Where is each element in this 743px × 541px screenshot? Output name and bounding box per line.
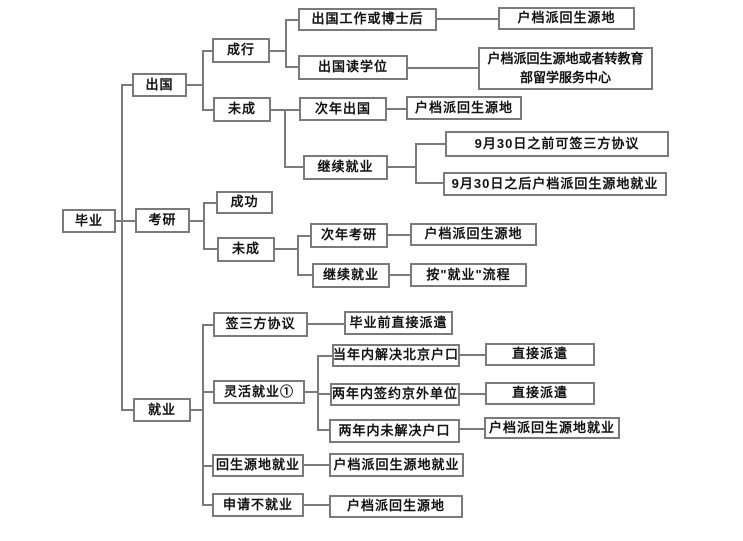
node-file-return-origin-4: 户档派回生源地 bbox=[329, 495, 463, 518]
node-go-abroad: 出国 bbox=[132, 73, 187, 97]
node-abroad-next-year: 次年出国 bbox=[299, 97, 387, 121]
connector-line bbox=[408, 67, 478, 69]
connector-line bbox=[284, 166, 303, 168]
connector-line bbox=[387, 108, 406, 110]
node-file-return-origin-2: 户档派回生源地 bbox=[406, 96, 522, 120]
connector-line bbox=[284, 109, 286, 167]
connector-line bbox=[202, 109, 213, 111]
connector-line bbox=[202, 324, 204, 505]
node-abroad-failed: 未成 bbox=[213, 97, 271, 122]
connector-line bbox=[202, 50, 212, 52]
connector-line bbox=[297, 235, 310, 237]
node-hukou-unsolved-two-years: 两年内未解决户口 bbox=[329, 419, 460, 443]
connector-line bbox=[305, 391, 317, 393]
connector-line bbox=[390, 274, 410, 276]
connector-line bbox=[202, 391, 213, 393]
node-direct-dispatch-1: 直接派遣 bbox=[485, 343, 595, 366]
node-file-return-origin-3: 户档派回生源地 bbox=[410, 223, 537, 246]
node-file-return-employment-1: 户档派回生源地就业 bbox=[484, 417, 620, 439]
connector-line bbox=[460, 428, 484, 430]
node-dispatch-before-graduation: 毕业前直接派遣 bbox=[344, 311, 453, 335]
connector-line bbox=[203, 202, 205, 250]
connector-line bbox=[190, 220, 203, 222]
connector-line bbox=[388, 166, 415, 168]
node-exam-failed: 未成 bbox=[217, 237, 275, 262]
connector-line bbox=[460, 393, 485, 395]
node-sign-outside-beijing-two-years: 两年内签约京外单位 bbox=[330, 383, 460, 406]
node-continue-employment-exam: 继续就业 bbox=[312, 263, 390, 288]
node-follow-employment-process: 按"就业"流程 bbox=[410, 263, 527, 287]
connector-line bbox=[285, 66, 298, 68]
node-flexible-employment: 灵活就业① bbox=[213, 380, 305, 404]
connector-line bbox=[317, 355, 332, 357]
node-employment: 就业 bbox=[133, 398, 191, 422]
node-abroad-work-postdoc: 出国工作或博士后 bbox=[298, 8, 437, 31]
connector-line bbox=[202, 504, 212, 506]
node-continue-employment-abroad: 继续就业 bbox=[303, 155, 388, 180]
node-exam-next-year: 次年考研 bbox=[310, 223, 388, 248]
node-after-sep30-file-return: 9月30日之后户档派回生源地就业 bbox=[443, 172, 667, 196]
connector-line bbox=[297, 274, 312, 276]
node-grad-exam: 考研 bbox=[135, 208, 190, 233]
node-abroad-success: 成行 bbox=[212, 38, 270, 63]
connector-line bbox=[317, 393, 330, 395]
connector-line bbox=[285, 19, 298, 21]
connector-line bbox=[191, 409, 202, 411]
node-exam-success: 成功 bbox=[216, 191, 273, 214]
node-file-return-employment-2: 户档派回生源地就业 bbox=[329, 453, 464, 477]
connector-line bbox=[308, 323, 344, 325]
node-graduation: 毕业 bbox=[62, 209, 116, 233]
connector-line bbox=[202, 50, 204, 111]
node-before-sep30-agreement: 9月30日之前可签三方协议 bbox=[445, 131, 669, 157]
connector-line bbox=[460, 354, 485, 356]
connector-line bbox=[304, 464, 329, 466]
connector-line bbox=[415, 143, 445, 145]
node-return-origin-employment: 回生源地就业 bbox=[212, 454, 304, 477]
node-file-return-or-moe-center: 户档派回生源地或者转教育部留学服务中心 bbox=[478, 47, 653, 90]
node-file-return-origin-1: 户档派回生源地 bbox=[498, 7, 635, 30]
connector-line bbox=[202, 324, 213, 326]
node-abroad-degree: 出国读学位 bbox=[298, 55, 408, 80]
connector-line bbox=[437, 18, 498, 20]
connector-trunk bbox=[121, 84, 123, 411]
connector-line bbox=[202, 465, 212, 467]
connector-line bbox=[187, 84, 202, 86]
node-sign-tripartite: 签三方协议 bbox=[213, 312, 308, 337]
connector-line bbox=[303, 504, 329, 506]
connector-line bbox=[317, 429, 329, 431]
connector-line bbox=[275, 248, 297, 250]
connector-line bbox=[388, 234, 410, 236]
connector-line bbox=[115, 220, 135, 222]
node-direct-dispatch-2: 直接派遣 bbox=[485, 382, 595, 405]
node-apply-no-employment: 申请不就业 bbox=[212, 493, 304, 517]
connector-line bbox=[285, 19, 287, 68]
connector-line bbox=[415, 182, 443, 184]
connector-line bbox=[297, 235, 299, 276]
node-beijing-hukou-within-year: 当年内解决北京户口 bbox=[332, 344, 460, 367]
connector-line bbox=[121, 84, 132, 86]
connector-line bbox=[415, 143, 417, 184]
connector-line bbox=[203, 248, 217, 250]
connector-line bbox=[121, 409, 133, 411]
connector-line bbox=[270, 50, 285, 52]
connector-line bbox=[203, 202, 216, 204]
